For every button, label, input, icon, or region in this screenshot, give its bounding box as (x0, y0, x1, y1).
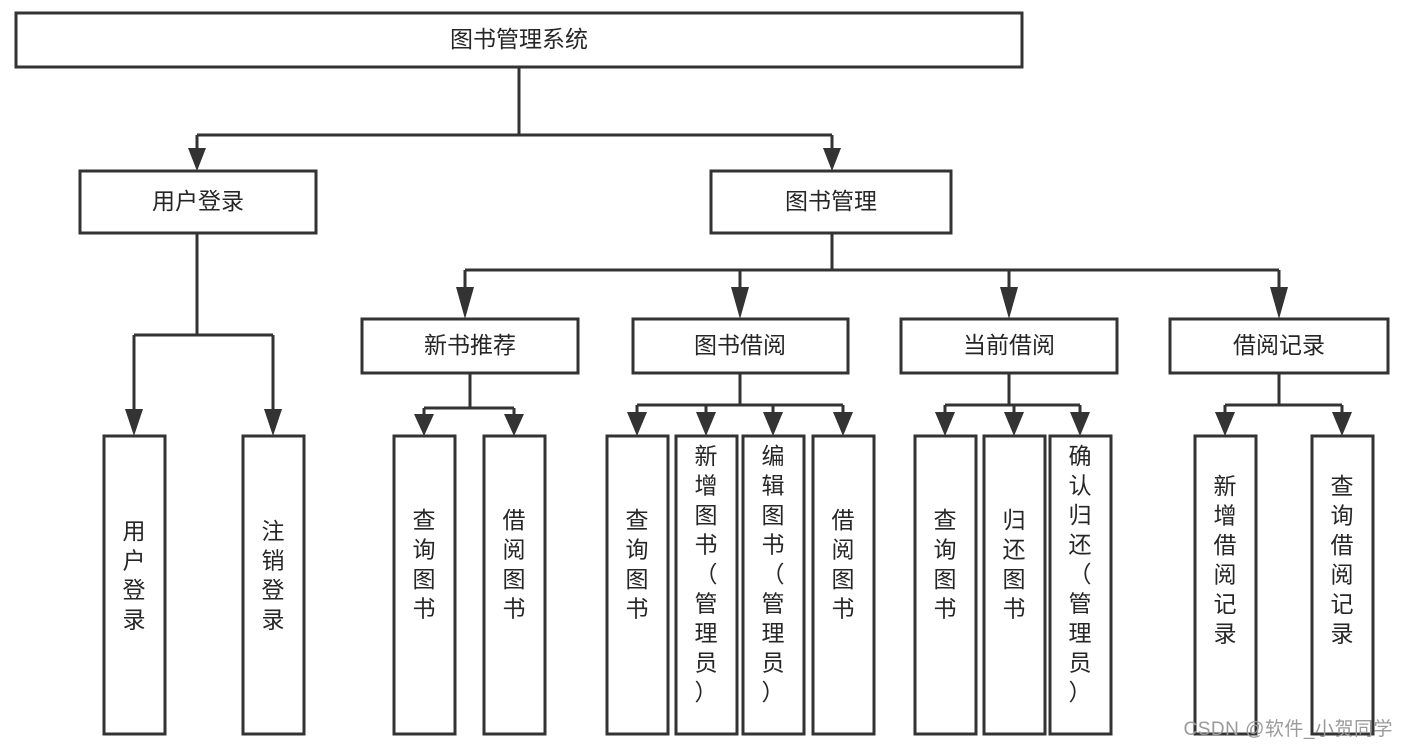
node-user-login-box[interactable] (78, 169, 318, 235)
node-current-borrow-label: 当前借阅 (963, 332, 1055, 358)
node-leaf-confirm-return[interactable]: 确认归还（管理员） (1048, 434, 1113, 736)
node-leaf-query-book-3-box[interactable] (913, 434, 978, 736)
node-leaf-logout[interactable]: 注销登录 (241, 434, 306, 736)
node-leaf-query-book-2[interactable]: 查询图书 (605, 434, 670, 736)
node-leaf-borrow-book-2-box[interactable] (811, 434, 876, 736)
node-leaf-query-book-1[interactable]: 查询图书 (392, 434, 457, 736)
arrow-head-leaf-return-book (1004, 412, 1024, 436)
node-leaf-query-book-1-label: 查询图书 (413, 507, 436, 622)
arrow-head-leaf-add-book (696, 412, 716, 436)
arrow-head-user-login (188, 148, 206, 171)
node-book-manage-box[interactable] (709, 169, 953, 235)
node-leaf-query-book-2-box[interactable] (605, 434, 670, 736)
node-leaf-return-book-label: 归还图书 (1003, 507, 1026, 622)
node-leaf-add-book-box[interactable] (674, 434, 739, 736)
arrow-head-leaf-edit-book (763, 412, 783, 436)
node-leaf-query-book-3-label: 查询图书 (934, 507, 957, 622)
arrow-head-leaf-user-login (125, 409, 143, 436)
node-leaf-query-book-2-label: 查询图书 (626, 507, 649, 622)
node-borrow-record-label: 借阅记录 (1233, 332, 1325, 358)
node-book-borrow-box[interactable] (631, 317, 850, 375)
node-user-login-label: 用户登录 (152, 188, 244, 214)
node-leaf-confirm-return-box[interactable] (1048, 434, 1113, 736)
arrow-head-leaf-add-record (1215, 412, 1235, 436)
node-root-label: 图书管理系统 (450, 26, 588, 52)
connector-layer (125, 67, 1352, 436)
arrow-head-leaf-borrow-book-1 (504, 414, 524, 436)
node-current-borrow-box[interactable] (899, 317, 1119, 375)
arrow-head-leaf-confirm-return (1070, 412, 1090, 436)
node-leaf-borrow-book-1-label: 借阅图书 (503, 507, 526, 622)
node-leaf-add-book[interactable]: 新增图书（管理员） (674, 434, 739, 736)
arrow-head-leaf-query-book-3 (935, 412, 955, 436)
arrow-head-leaf-query-record (1332, 412, 1352, 436)
node-leaf-borrow-book-2-label: 借阅图书 (832, 507, 855, 622)
node-leaf-query-book-1-box[interactable] (392, 434, 457, 736)
arrow-head-leaf-logout (264, 409, 282, 436)
arrow-head-book-borrow (731, 287, 749, 319)
node-leaf-edit-book-label: 编辑图书（管理员） (762, 443, 785, 705)
node-book-borrow-label: 图书借阅 (694, 332, 786, 358)
node-leaf-return-book[interactable]: 归还图书 (982, 434, 1047, 736)
node-leaf-user-login-box[interactable] (102, 434, 167, 736)
node-leaf-add-record-box[interactable] (1193, 434, 1258, 736)
node-leaf-user-login[interactable]: 用户登录 (102, 434, 167, 736)
node-leaf-query-record-label: 查询借阅记录 (1331, 473, 1354, 647)
node-leaf-query-book-3[interactable]: 查询图书 (913, 434, 978, 736)
arrow-head-leaf-query-book-2 (627, 412, 647, 436)
node-user-login[interactable]: 用户登录 (78, 169, 318, 235)
node-leaf-edit-book-box[interactable] (741, 434, 806, 736)
node-leaf-logout-box[interactable] (241, 434, 306, 736)
node-leaf-query-record[interactable]: 查询借阅记录 (1310, 434, 1375, 736)
node-borrow-record[interactable]: 借阅记录 (1168, 317, 1390, 375)
arrow-head-borrow-record (1270, 287, 1288, 319)
node-leaf-logout-label: 注销登录 (262, 518, 285, 633)
node-leaf-edit-book[interactable]: 编辑图书（管理员） (741, 434, 806, 736)
arrow-head-book-manage (823, 148, 841, 171)
node-leaf-add-record[interactable]: 新增借阅记录 (1193, 434, 1258, 736)
node-leaf-return-book-box[interactable] (982, 434, 1047, 736)
node-new-book-rec-label: 新书推荐 (424, 332, 516, 358)
arrow-head-current-borrow (1000, 287, 1018, 319)
node-new-book-rec[interactable]: 新书推荐 (360, 317, 580, 375)
node-book-manage-label: 图书管理 (785, 188, 877, 214)
node-book-borrow[interactable]: 图书借阅 (631, 317, 850, 375)
node-leaf-add-book-label: 新增图书（管理员） (695, 443, 718, 705)
node-leaf-borrow-book-1[interactable]: 借阅图书 (482, 434, 547, 736)
node-new-book-rec-box[interactable] (360, 317, 580, 375)
node-borrow-record-box[interactable] (1168, 317, 1390, 375)
node-book-manage[interactable]: 图书管理 (709, 169, 953, 235)
node-current-borrow[interactable]: 当前借阅 (899, 317, 1119, 375)
node-root[interactable]: 图书管理系统 (14, 11, 1024, 69)
node-root-box[interactable] (14, 11, 1024, 69)
node-leaf-add-record-label: 新增借阅记录 (1214, 473, 1237, 647)
arrow-head-leaf-borrow-book-2 (833, 412, 853, 436)
node-leaf-user-login-label: 用户登录 (123, 518, 146, 633)
node-leaf-confirm-return-label: 确认归还（管理员） (1069, 443, 1092, 705)
node-leaf-query-record-box[interactable] (1310, 434, 1375, 736)
arrow-head-new-book-rec (456, 287, 474, 319)
node-leaf-borrow-book-2[interactable]: 借阅图书 (811, 434, 876, 736)
arrow-head-leaf-query-book-1 (414, 414, 434, 436)
node-leaf-borrow-book-1-box[interactable] (482, 434, 547, 736)
